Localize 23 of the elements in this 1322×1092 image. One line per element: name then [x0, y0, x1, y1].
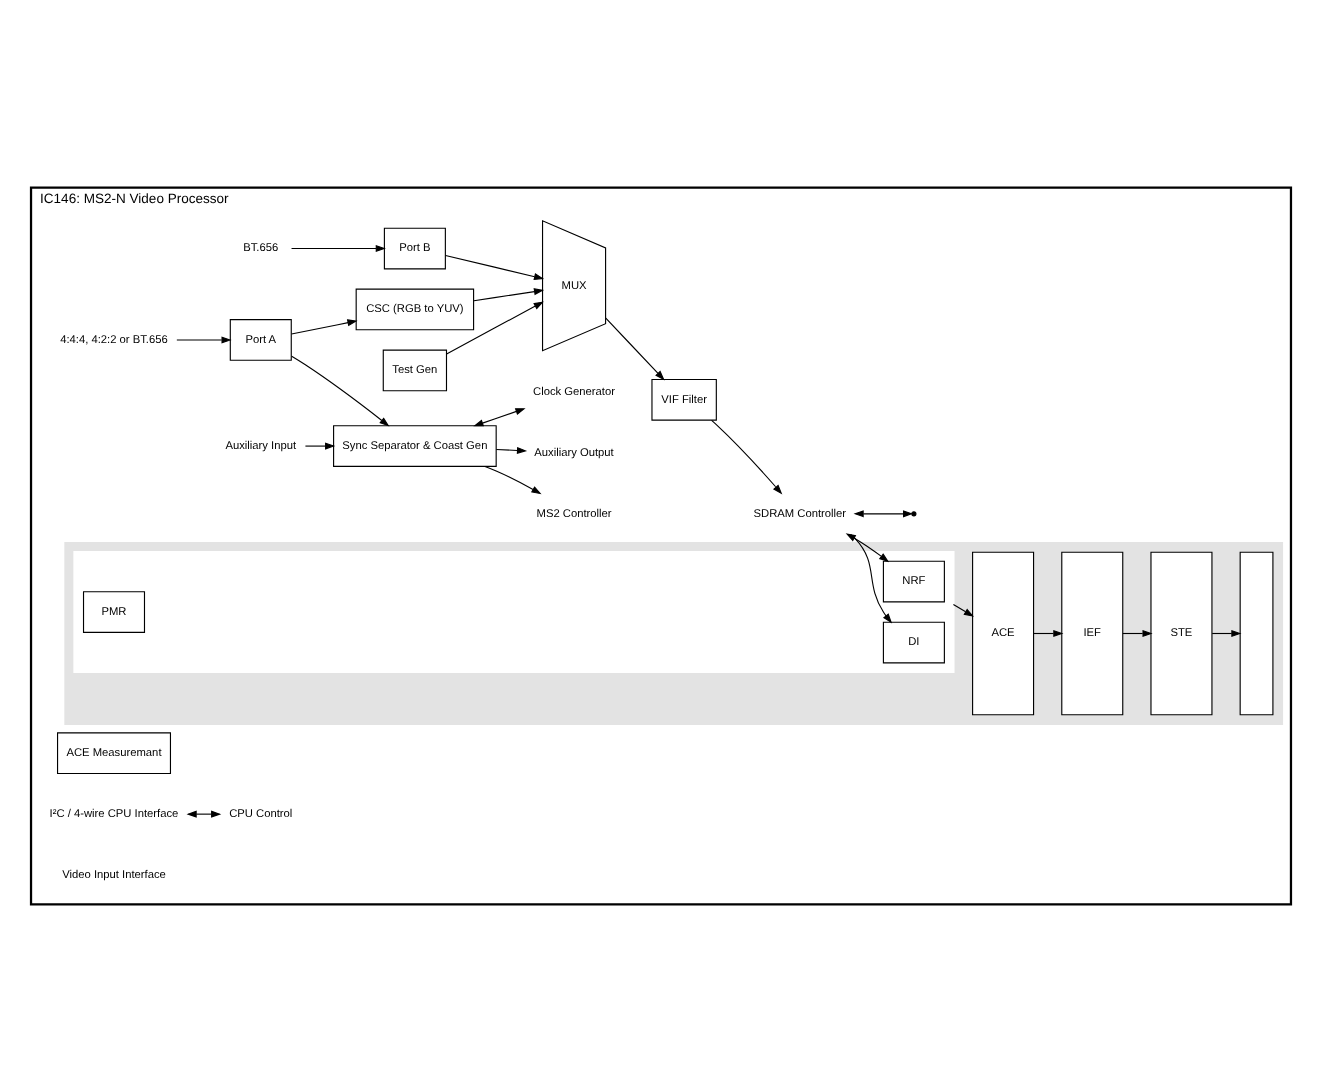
arrow [291, 355, 390, 427]
cluster [64, 542, 1284, 725]
arrow [446, 301, 544, 355]
arrow [484, 465, 542, 495]
arrow [176, 336, 232, 344]
arrow [186, 810, 222, 818]
arrow [850, 533, 893, 624]
arrow [1033, 629, 1064, 638]
arrow [473, 408, 526, 427]
arrow [853, 510, 914, 518]
arrow [304, 442, 336, 450]
arrow [444, 254, 545, 281]
arrow [1122, 629, 1153, 638]
node-box [1239, 551, 1274, 716]
arrow [290, 244, 386, 253]
arrow [952, 603, 974, 617]
arrow [845, 533, 890, 563]
arrow [711, 419, 783, 495]
arrow [1211, 629, 1242, 638]
arrow [495, 446, 528, 454]
arrow [605, 317, 665, 381]
arrow [473, 288, 545, 302]
arrow [290, 319, 358, 335]
